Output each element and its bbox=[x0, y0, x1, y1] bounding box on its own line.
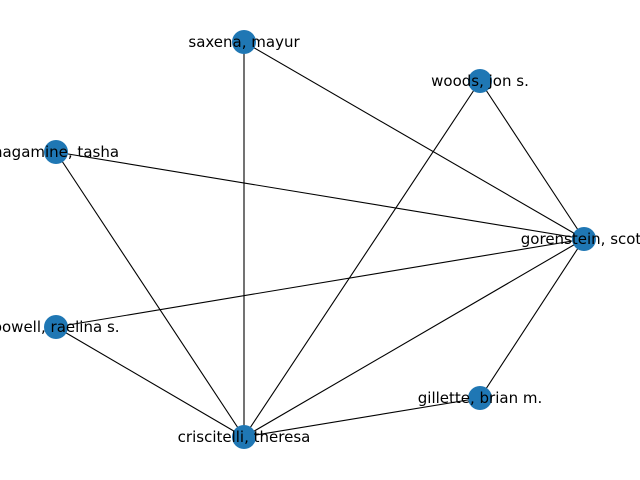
node-woods bbox=[468, 69, 492, 93]
node-gorenstein bbox=[572, 227, 596, 251]
edge-gillette-criscitelli bbox=[243, 397, 481, 438]
edge-saxena-gorenstein bbox=[243, 41, 585, 240]
edge-woods-gorenstein bbox=[479, 80, 585, 240]
node-gillette bbox=[468, 386, 492, 410]
edge-powell-criscitelli bbox=[55, 326, 245, 438]
edges-layer bbox=[55, 41, 585, 438]
node-label-saxena: saxena, mayur bbox=[188, 33, 300, 51]
labels-layer: saxena, mayur woods, jon s. nagamine, tash… bbox=[0, 33, 640, 446]
node-label-nagamine: nagamine, tasha bbox=[0, 143, 119, 161]
nodes-layer bbox=[44, 30, 596, 449]
edge-woods-criscitelli bbox=[243, 80, 481, 438]
edge-nagamine-criscitelli bbox=[55, 151, 245, 438]
node-label-powell: powell, raelina s. bbox=[0, 318, 120, 336]
edge-nagamine-gorenstein bbox=[55, 151, 585, 240]
edge-powell-gorenstein bbox=[55, 238, 585, 328]
node-label-criscitelli: criscitelli, theresa bbox=[178, 428, 311, 446]
edge-gorenstein-criscitelli bbox=[243, 238, 585, 438]
node-label-gillette: gillette, brian m. bbox=[418, 389, 542, 407]
node-powell bbox=[44, 315, 68, 339]
node-label-woods: woods, jon s. bbox=[431, 72, 529, 90]
node-saxena bbox=[232, 30, 256, 54]
node-criscitelli bbox=[232, 425, 256, 449]
node-label-gorenstein: gorenstein, scott bbox=[521, 230, 640, 248]
node-nagamine bbox=[44, 140, 68, 164]
edge-gillette-gorenstein bbox=[479, 238, 585, 399]
